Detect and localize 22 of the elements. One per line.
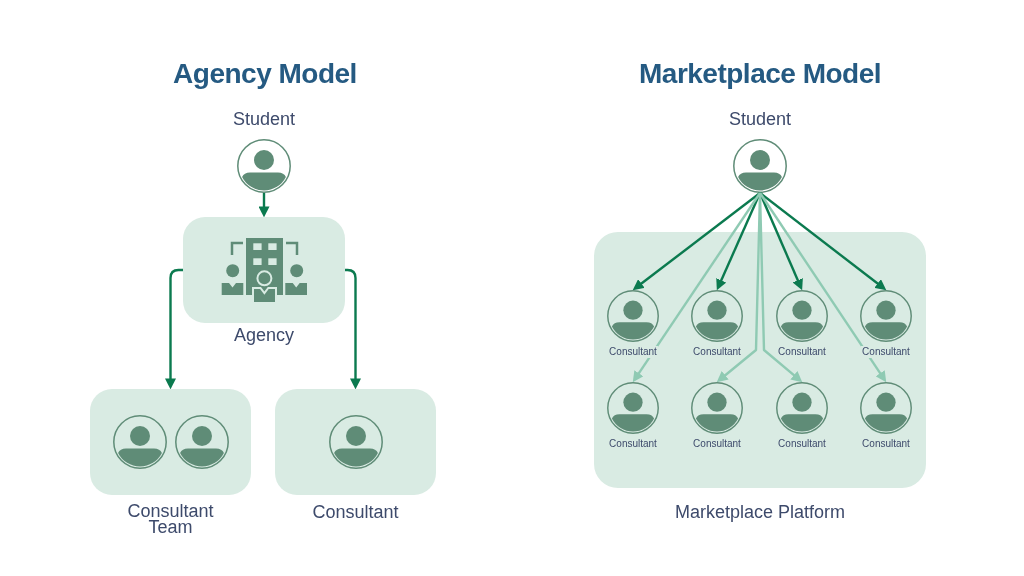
arrow [258, 193, 270, 218]
node-label: Consultant [312, 501, 399, 524]
section-heading: Marketplace Model [639, 57, 881, 91]
node-label: Consultant [692, 438, 742, 450]
node-label: Consultant Team [126, 503, 215, 535]
node-label: Consultant [861, 346, 911, 358]
node-label: Agency [233, 324, 294, 347]
node-label: Student [728, 108, 792, 131]
section-heading: Agency Model [173, 57, 357, 91]
node-label: Consultant [608, 346, 658, 358]
node-label: Student [232, 108, 296, 131]
arrow [759, 192, 887, 383]
node-label: Marketplace Platform [674, 501, 846, 524]
arrow [632, 192, 761, 291]
node-label: Consultant [692, 346, 742, 358]
arrow [759, 192, 887, 291]
node-label: Consultant [608, 438, 658, 450]
node-label: Consultant [777, 346, 827, 358]
node-label: Consultant [861, 438, 911, 450]
arrow [165, 268, 183, 390]
arrow [632, 192, 761, 383]
node-label: Consultant [777, 438, 827, 450]
